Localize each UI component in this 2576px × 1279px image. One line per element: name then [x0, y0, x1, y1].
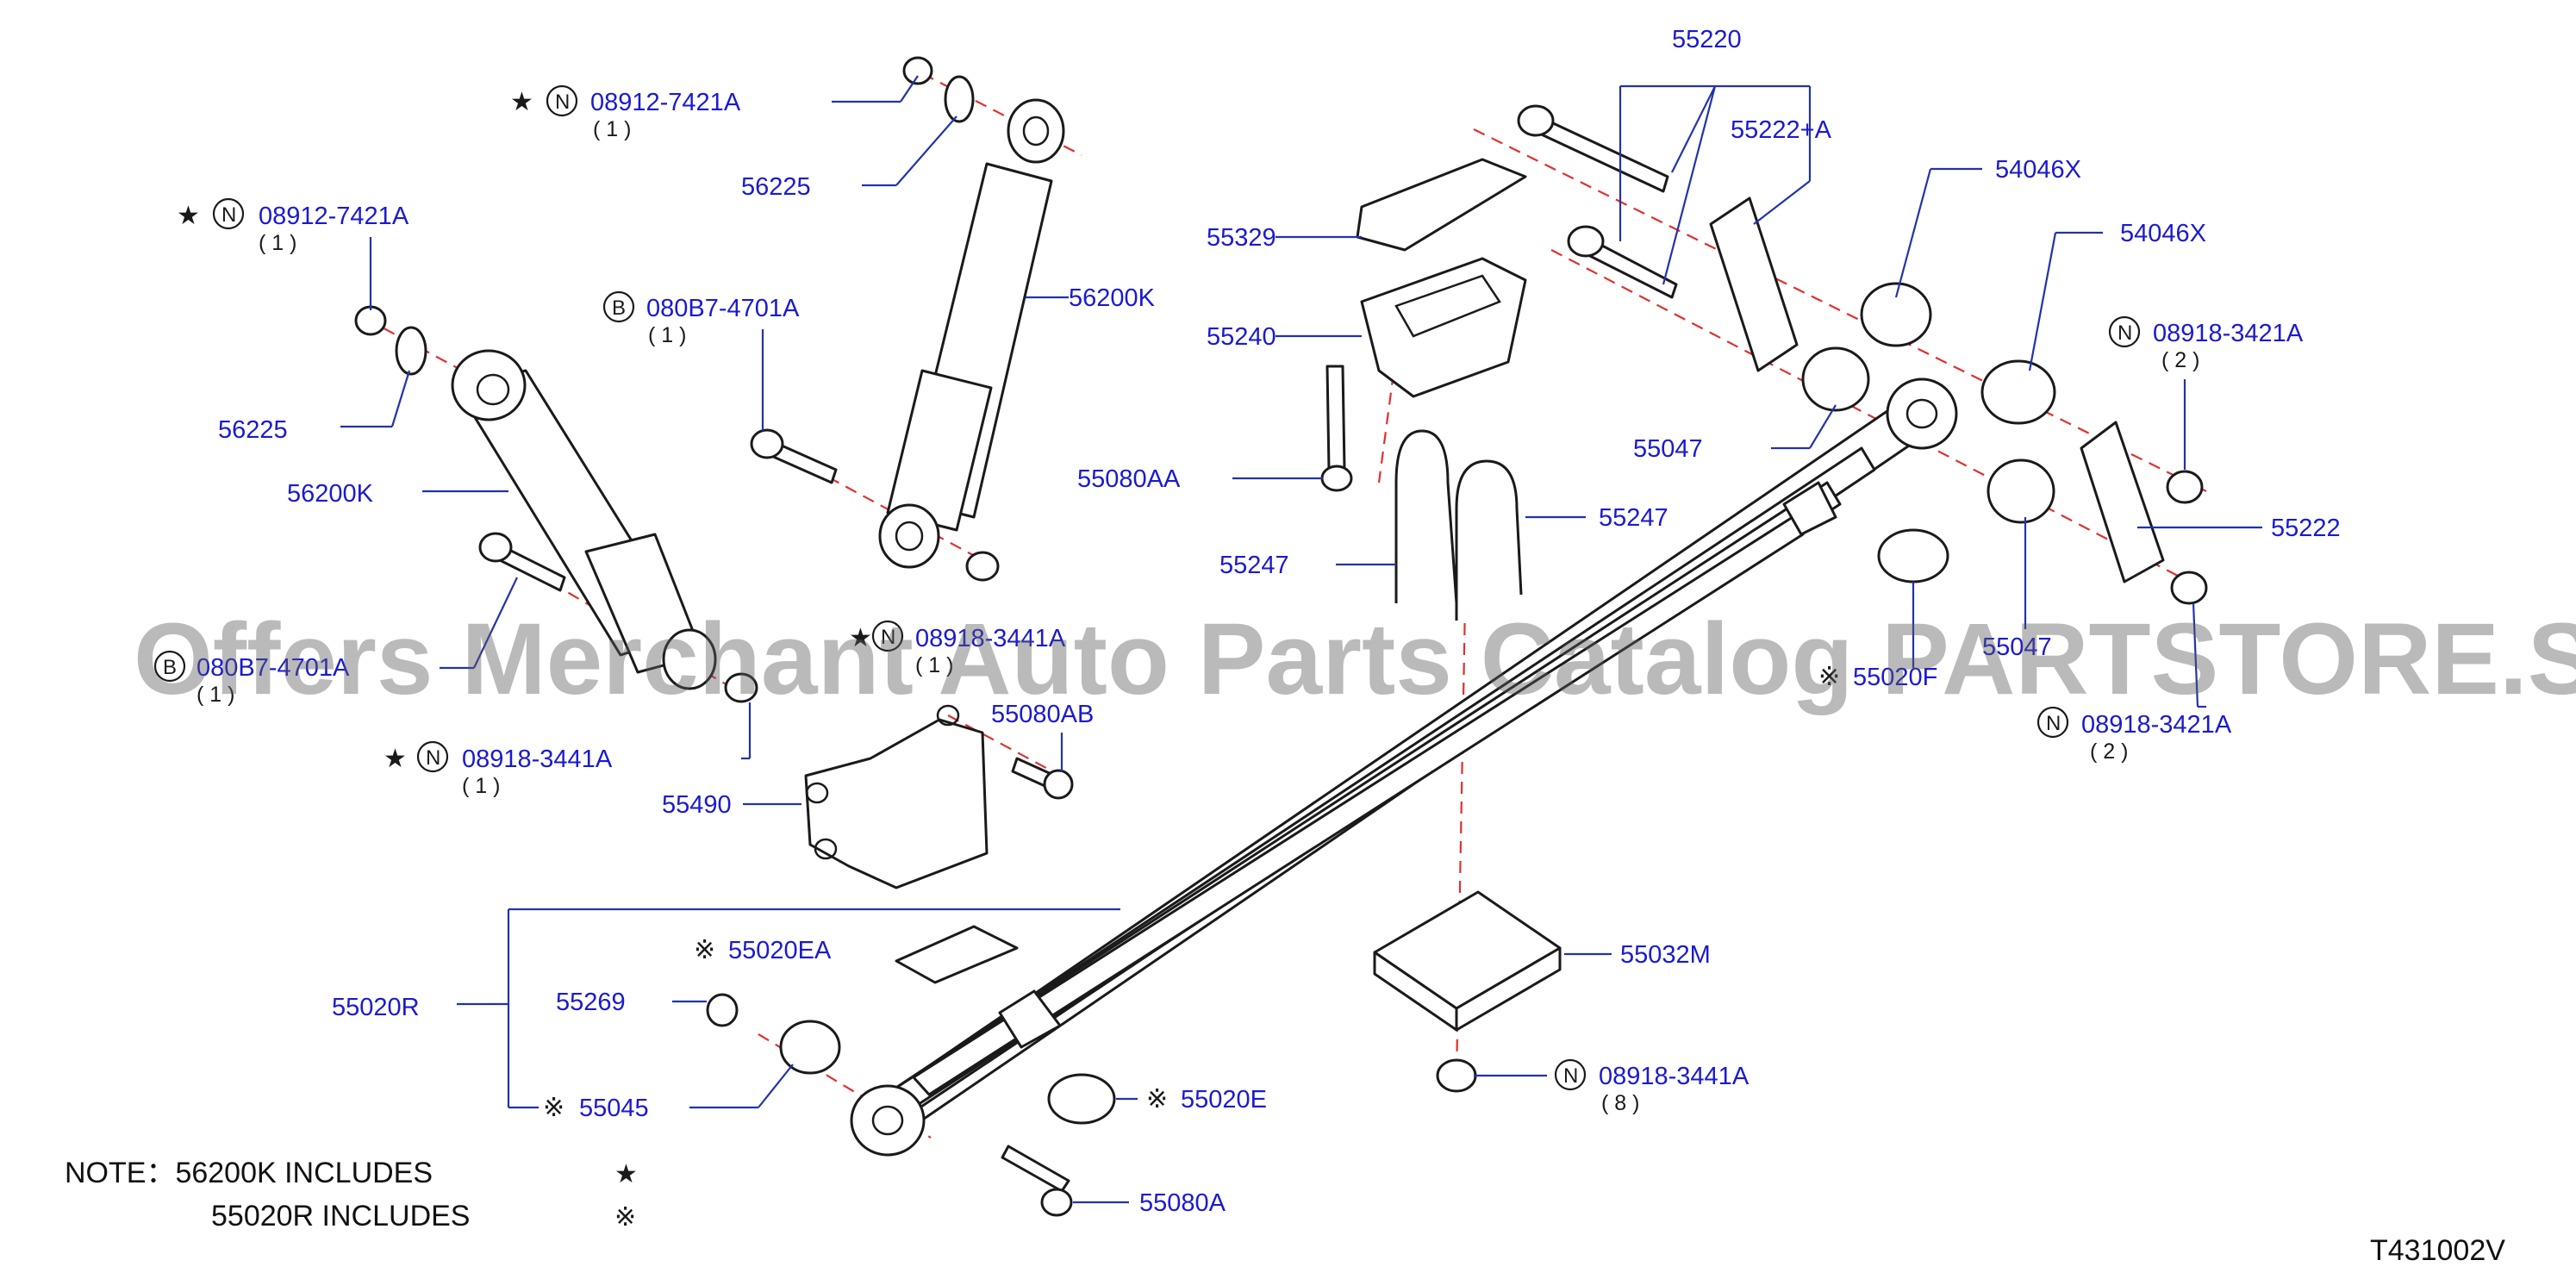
label-08918-3421a-lower: 08918-3421A	[2081, 711, 2232, 739]
label-56225-upper: 56225	[741, 173, 811, 201]
bolts[interactable]	[478, 104, 1678, 1217]
label-55080ab: 55080AB	[991, 701, 1094, 728]
includes-note: NOTE：56200K INCLUDES ★ 55020R INCLUDES ※	[65, 1157, 638, 1232]
svg-text:N: N	[881, 626, 895, 649]
shim-plate[interactable]	[895, 925, 1019, 984]
label-55220: 55220	[1672, 26, 1742, 53]
label-080b7-lower: 080B7-4701A	[196, 654, 350, 682]
label-55047-upper: 55047	[1633, 435, 1703, 463]
label-55020ea: 55020EA	[728, 937, 832, 964]
label-55045: 55045	[579, 1095, 649, 1122]
label-08912-7421a-lower: 08912-7421A	[259, 203, 409, 230]
star-mark: ★	[510, 87, 533, 117]
svg-text:★: ★	[384, 744, 407, 774]
label-55080aa: 55080AA	[1077, 465, 1181, 493]
shock-absorber-lower[interactable]	[451, 349, 717, 690]
svg-text:( 8 ): ( 8 )	[1601, 1091, 1639, 1115]
svg-text:B: B	[163, 656, 177, 679]
svg-text:( 1 ): ( 1 )	[915, 653, 953, 677]
svg-text:B: B	[612, 296, 626, 320]
svg-text:( 2 ): ( 2 )	[2161, 348, 2199, 372]
note-line-1: NOTE：56200K INCLUDES	[65, 1157, 433, 1189]
label-55032m: 55032M	[1620, 941, 1711, 969]
svg-text:( 1 ): ( 1 )	[593, 117, 631, 141]
label-55490: 55490	[662, 791, 732, 819]
watermark: Offers Merchant Auto Parts Catalog PARTS…	[134, 602, 2576, 716]
note-line-2: 55020R INCLUDES	[211, 1200, 470, 1232]
svg-text:N: N	[221, 203, 236, 227]
note-star: ★	[614, 1159, 638, 1189]
label-08918-3421a-upper: 08918-3421A	[2153, 320, 2304, 347]
label-55020r: 55020R	[332, 994, 420, 1021]
nuts-and-washers[interactable]	[354, 56, 2208, 1093]
label-55080a: 55080A	[1139, 1189, 1226, 1217]
svg-text:※: ※	[694, 935, 715, 965]
label-55269: 55269	[556, 989, 626, 1016]
shackle-plates[interactable]	[1709, 197, 2165, 583]
svg-text:( 1 ): ( 1 )	[462, 774, 500, 798]
note-kome: ※	[614, 1202, 636, 1232]
spring-bracket[interactable]	[804, 704, 989, 889]
svg-text:※: ※	[543, 1093, 564, 1123]
shock-absorber-upper[interactable]	[878, 98, 1065, 569]
label-55247-right: 55247	[1599, 504, 1668, 532]
svg-text:※: ※	[1818, 662, 1840, 692]
svg-text:( 2 ): ( 2 )	[2090, 739, 2128, 764]
svg-text:★: ★	[849, 623, 872, 653]
label-56200k-upper: 56200K	[1069, 284, 1156, 312]
label-55247-left: 55247	[1219, 552, 1289, 579]
svg-text:( 1 ): ( 1 )	[259, 231, 296, 255]
label-55047-lower: 55047	[1982, 633, 2052, 661]
leaf-spring[interactable]	[850, 377, 1958, 1157]
diagram-reference: T431002V	[2370, 1234, 2505, 1267]
label-55329: 55329	[1207, 224, 1276, 252]
svg-text:N: N	[2046, 712, 2061, 735]
label-55020f: 55020F	[1853, 664, 1937, 691]
label-08918-3441a-mid: 08918-3441A	[915, 625, 1066, 652]
svg-text:N: N	[1563, 1064, 1578, 1088]
label-54046x-lower: 54046X	[2120, 220, 2206, 247]
svg-text:★: ★	[177, 201, 200, 231]
label-08912-7421a-upper: 08912-7421A	[590, 89, 741, 116]
svg-text:N: N	[426, 746, 440, 770]
svg-text:※: ※	[1146, 1084, 1168, 1114]
label-55222: 55222	[2271, 515, 2341, 542]
svg-text:( 1 ): ( 1 )	[648, 323, 686, 347]
label-08918-3441a-lower: 08918-3441A	[462, 746, 613, 773]
label-54046x-upper: 54046X	[1995, 156, 2081, 184]
spring-plates[interactable]	[1356, 158, 1527, 398]
svg-text:N: N	[555, 90, 570, 114]
label-55222a: 55222+A	[1731, 116, 1832, 144]
label-080b7-upper: 080B7-4701A	[646, 295, 800, 322]
label-55020e: 55020E	[1181, 1086, 1267, 1114]
u-bolts[interactable]	[1394, 429, 1523, 621]
part-labels: ★ N 08912-7421A ( 1 ) 56225 ★ N 08912-74…	[153, 26, 2341, 1217]
leader-lines	[340, 75, 2262, 1204]
bushings[interactable]	[779, 282, 2056, 1075]
spring-seat-plate[interactable]	[1373, 890, 1562, 1032]
svg-text:( 1 ): ( 1 )	[196, 683, 234, 707]
label-56225-lower: 56225	[218, 416, 288, 444]
svg-text:N: N	[2118, 321, 2132, 345]
label-08918-3441a-bottom: 08918-3441A	[1599, 1063, 1750, 1090]
label-55240: 55240	[1207, 323, 1276, 351]
label-56200k-lower: 56200K	[287, 480, 374, 508]
